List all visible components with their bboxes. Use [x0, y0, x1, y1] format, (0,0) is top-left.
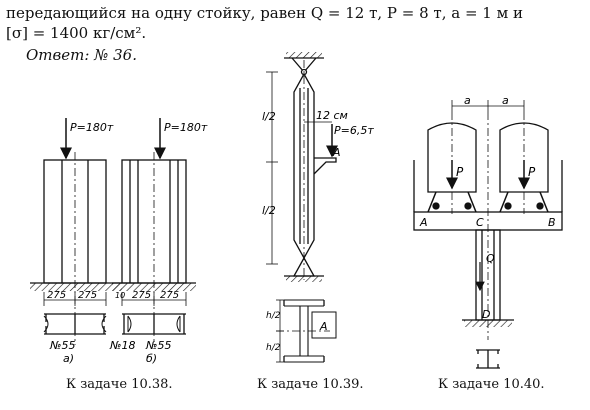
half-length-lower: l/2: [262, 204, 276, 217]
profile-label-a: №55: [49, 339, 75, 352]
dim-a-right-c: a: [502, 94, 509, 107]
strut-load-label: P=6,5т: [334, 124, 374, 137]
caption-10-38: К задаче 10.38.: [66, 377, 173, 392]
composite-section-b: [122, 313, 186, 335]
section-h-lower: h/2: [266, 343, 281, 353]
problem-text-line-1: передающийся на одну стойку, равен Q = 1…: [6, 4, 524, 22]
point-label-c: C: [476, 216, 484, 229]
base-hatch-a: [30, 283, 122, 291]
dim-a-left: 275: [47, 290, 66, 301]
figure-10-38-a: [30, 118, 122, 345]
caption-10-39: К задаче 10.39.: [257, 377, 364, 392]
i-beam-section-a: [44, 313, 106, 335]
force-label-q: Q: [486, 252, 495, 265]
sub-label-a: а): [63, 352, 74, 365]
dim-a-right: 275: [78, 290, 97, 301]
caption-10-40: К задаче 10.40.: [438, 377, 545, 392]
dim-b-small: 10: [115, 291, 125, 300]
figure-10-40: [413, 100, 563, 369]
load-label-b: P=180т: [164, 121, 208, 134]
post-section: [476, 349, 500, 369]
profile-label-b-left: №18: [109, 339, 135, 352]
sub-label-b: б): [146, 352, 157, 365]
offset-label: 12 см: [316, 109, 348, 122]
strut-body: [293, 72, 315, 260]
figure-10-38-b: [112, 118, 196, 345]
top-support-hatch: [286, 52, 322, 58]
answer-text: Ответ: № 36.: [26, 46, 137, 64]
problem-text-line-2: [σ] = 1400 кг/см².: [6, 24, 147, 42]
dim-b-right: 275: [160, 290, 179, 301]
base-hatch-b: [112, 283, 196, 291]
cross-section-strut: [276, 299, 337, 363]
point-label-d: D: [482, 308, 490, 321]
profile-label-b-right: №55: [145, 339, 171, 352]
figure-10-39: [266, 52, 338, 363]
bracket: [313, 157, 337, 175]
bucket-left: [427, 122, 477, 193]
load-label-a: P=180т: [70, 121, 114, 134]
half-length-upper: l/2: [262, 110, 276, 123]
dim-b-left: 275: [132, 290, 151, 301]
dim-a-left-c: a: [464, 94, 471, 107]
force-label-p1: P: [456, 165, 464, 179]
force-label-p2: P: [528, 165, 536, 179]
point-label-b: B: [548, 216, 556, 229]
point-label-a: A: [419, 216, 428, 229]
point-a-label: A: [332, 146, 341, 159]
section-h-upper: h/2: [266, 311, 281, 321]
section-point-a: A: [319, 320, 328, 333]
bucket-right: [499, 122, 549, 193]
